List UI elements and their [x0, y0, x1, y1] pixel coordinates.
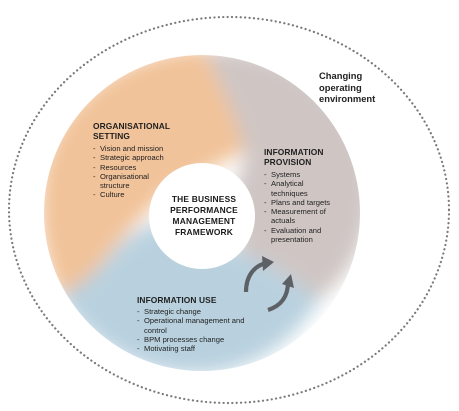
list-item-text: Motivating staff — [144, 344, 195, 354]
list-item-text: Measurement of actuals — [271, 207, 326, 226]
list-item-text: Strategic change — [144, 307, 201, 316]
framework-disc — [44, 55, 360, 371]
information-use-section: INFORMATION USE -Strategic change -Opera… — [137, 295, 257, 353]
framework-title-line: PERFORMANCE — [170, 205, 238, 215]
item-marker: - — [93, 162, 96, 172]
list-item: -BPM processes change — [137, 335, 257, 344]
list-item-text: Resources — [100, 162, 137, 172]
section-heading-line: INFORMATION — [264, 147, 324, 157]
item-marker: - — [137, 334, 140, 344]
item-marker: - — [93, 190, 96, 200]
environment-boundary — [7, 15, 451, 405]
list-item-text: Analytical techniques — [271, 179, 308, 198]
list-item: -Strategic change — [137, 307, 257, 316]
environment-label: Changing operating environment — [319, 70, 399, 105]
framework-title: THE BUSINESS PERFORMANCE MANAGEMENT FRAM… — [156, 194, 252, 238]
list-item: -Plans and targets — [264, 198, 348, 207]
list-item: -Resources — [93, 163, 193, 172]
item-marker: - — [264, 225, 267, 235]
environment-label-line: operating — [319, 81, 362, 93]
list-item-text: Plans and targets — [271, 197, 331, 207]
list-item: -Vision and mission — [93, 144, 193, 153]
item-marker: - — [137, 307, 140, 316]
list-item: -Measurement of actuals — [264, 207, 333, 226]
center-circle — [149, 163, 255, 269]
list-item: -Operational management and control — [137, 316, 258, 335]
cycle-arrowhead-lower — [282, 274, 294, 288]
item-marker: - — [264, 207, 267, 217]
section-heading-line: SETTING — [93, 131, 130, 141]
section-heading: INFORMATION PROVISION — [264, 147, 348, 167]
framework-title-line: THE BUSINESS — [171, 194, 237, 204]
item-marker: - — [264, 197, 267, 207]
organisational-setting-region — [44, 55, 244, 300]
section-heading-line: ORGANISATIONAL — [93, 121, 171, 131]
item-marker: - — [137, 316, 140, 326]
list-item: -Organisational structure — [93, 172, 162, 191]
item-marker: - — [93, 171, 96, 181]
item-marker: - — [93, 144, 96, 153]
cycle-arrowhead-upper — [262, 256, 274, 271]
section-heading-line: INFORMATION USE — [137, 295, 217, 305]
list-item-text: BPM processes change — [144, 334, 225, 344]
section-heading-line: PROVISION — [264, 157, 312, 167]
item-marker: - — [264, 170, 267, 179]
list-item-text: Operational management and control — [144, 316, 245, 335]
framework-title-line: FRAMEWORK — [174, 227, 234, 237]
section-item-list: -Vision and mission -Strategic approach … — [93, 144, 193, 200]
list-item: -Culture — [93, 190, 193, 199]
information-use-region — [58, 220, 320, 371]
information-provision-section: INFORMATION PROVISION -Systems -Analytic… — [264, 147, 348, 244]
item-marker: - — [264, 179, 267, 189]
list-item-text: Systems — [271, 170, 301, 179]
list-item-text: Strategic approach — [100, 153, 164, 163]
section-heading: ORGANISATIONAL SETTING — [93, 121, 193, 141]
list-item-text: Vision and mission — [100, 144, 164, 153]
list-item: -Strategic approach — [93, 153, 193, 162]
list-item: -Systems — [264, 170, 348, 179]
list-item: -Motivating staff — [137, 344, 257, 353]
item-marker: - — [137, 344, 140, 354]
section-heading: INFORMATION USE — [137, 295, 257, 305]
list-item-text: Evaluation and presentation — [271, 225, 322, 245]
list-item-text: Culture — [100, 190, 125, 200]
list-item: -Analytical techniques — [264, 179, 327, 198]
environment-label-line: environment — [319, 93, 376, 104]
organisational-setting-section: ORGANISATIONAL SETTING -Vision and missi… — [93, 121, 193, 200]
framework-title-line: MANAGEMENT — [172, 216, 236, 226]
item-marker: - — [93, 153, 96, 163]
list-item-text: Organisational structure — [100, 171, 149, 191]
list-item: -Evaluation and presentation — [264, 226, 335, 245]
environment-label-line: Changing — [319, 70, 363, 81]
section-item-list: -Strategic change -Operational managemen… — [137, 307, 257, 353]
section-item-list: -Systems -Analytical techniques -Plans a… — [264, 170, 348, 244]
